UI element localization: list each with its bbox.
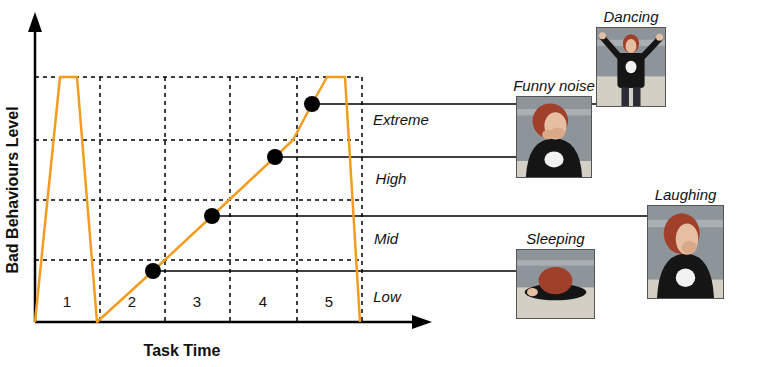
figure-part	[656, 34, 663, 41]
figure-part	[599, 32, 606, 39]
figure-part	[621, 87, 628, 106]
classroom-wall	[517, 97, 591, 177]
classroom-wall	[597, 28, 665, 106]
student-illustration	[517, 250, 594, 318]
student-illustration	[517, 97, 591, 177]
classroom-wall	[517, 260, 594, 265]
classroom-picture	[517, 97, 591, 177]
student-illustration	[597, 28, 665, 106]
picture-caption: Sleeping	[526, 230, 584, 247]
picture-panel: Funny noise	[517, 77, 591, 177]
student-hair	[664, 213, 700, 253]
axes	[28, 12, 432, 329]
column-number: 1	[63, 293, 71, 310]
level-label: Mid	[374, 230, 398, 247]
picture-caption: Dancing	[603, 8, 658, 25]
picture-panel: Laughing	[648, 186, 723, 298]
classroom-picture	[517, 250, 594, 318]
skull-print	[626, 61, 637, 73]
student-face	[626, 39, 637, 53]
level-label: High	[376, 170, 407, 187]
grid-lines	[35, 77, 362, 322]
level-label: Low	[373, 288, 401, 305]
classroom-wall	[517, 250, 594, 318]
skull-print	[676, 269, 696, 287]
student-body	[617, 53, 644, 88]
student-hand	[682, 241, 697, 254]
axis-title: Bad Behaviours Level	[4, 106, 22, 273]
level-label: Extreme	[373, 111, 429, 128]
figure-part	[602, 37, 618, 56]
student-hair	[623, 34, 639, 53]
student-body	[526, 139, 582, 177]
picture-caption: Laughing	[655, 186, 717, 203]
picture-caption: Funny noise	[513, 77, 595, 94]
behaviour-curve	[35, 77, 360, 322]
skull-print	[544, 151, 563, 167]
student-hair	[539, 267, 573, 294]
student-illustration	[648, 206, 723, 298]
column-number: 2	[128, 293, 136, 310]
classroom-wall	[648, 206, 723, 298]
student-body	[657, 254, 714, 298]
column-number: 5	[325, 293, 333, 310]
figure-part	[643, 39, 659, 56]
figure-part	[633, 87, 640, 106]
axis-title: Task Time	[144, 342, 221, 360]
classroom-picture	[648, 206, 723, 298]
classroom-picture	[597, 28, 665, 106]
figure-part	[527, 288, 538, 296]
student-face	[676, 223, 699, 254]
student-hair	[533, 103, 569, 138]
student-hand	[542, 130, 554, 140]
level-dots	[145, 96, 320, 279]
picture-panel: Dancing	[597, 8, 665, 106]
column-number: 4	[259, 293, 267, 310]
picture-panel: Sleeping	[517, 230, 594, 318]
column-number: 3	[193, 293, 201, 310]
